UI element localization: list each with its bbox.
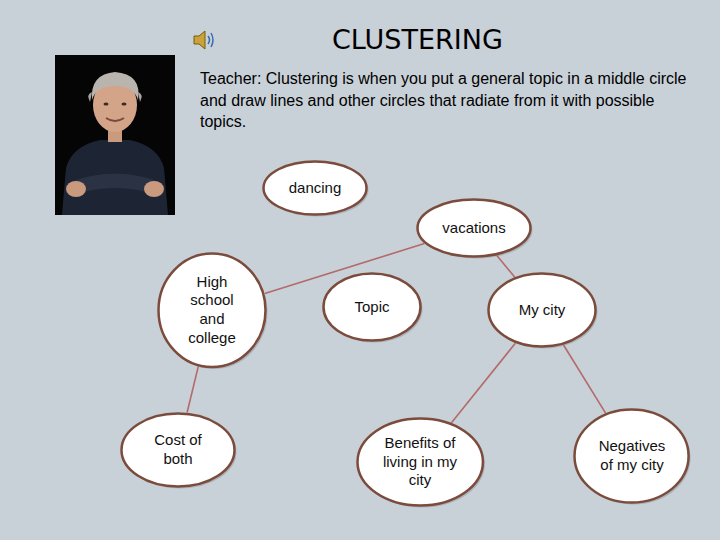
- speaker-icon: [194, 31, 213, 49]
- bubble-text: Topic: [354, 298, 389, 317]
- cluster-line: [497, 256, 515, 277]
- slide-title: CLUSTERING: [332, 24, 503, 55]
- topic-bubble: My city: [487, 272, 597, 348]
- topic-bubble: Benefits of living in my city: [356, 417, 484, 507]
- topic-bubble: vacations: [416, 198, 532, 258]
- teacher-photo: [55, 55, 175, 215]
- cluster-line: [564, 345, 606, 413]
- topic-bubble: Negatives of my city: [573, 408, 690, 504]
- bubble-text: My city: [519, 301, 566, 320]
- bubble-text: dancing: [289, 179, 342, 198]
- teacher-note: Teacher: Clustering is when you put a ge…: [200, 68, 690, 133]
- topic-bubble: Topic: [322, 272, 422, 342]
- topic-bubble: dancing: [262, 160, 368, 216]
- cluster-line: [451, 343, 515, 423]
- topic-bubble: High school and college: [157, 252, 267, 369]
- bubble-text: vacations: [442, 219, 505, 238]
- bubble-text: Cost of both: [147, 431, 209, 469]
- bubble-text: Benefits of living in my city: [379, 434, 461, 490]
- bubble-text: Negatives of my city: [595, 437, 669, 475]
- topic-bubble: Cost of both: [120, 412, 236, 488]
- cluster-line: [187, 366, 198, 412]
- bubble-text: High school and college: [181, 273, 243, 348]
